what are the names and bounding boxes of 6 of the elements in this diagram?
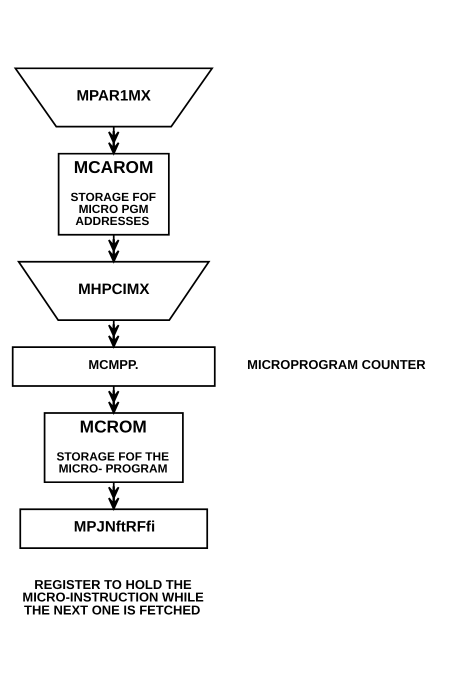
node-label: MICROPROGRAM COUNTER <box>247 356 426 372</box>
node-box: MCMPP. <box>12 346 216 386</box>
node-box: MCROM STORAGE FOF THE MICRO- PROGRAM <box>44 412 184 483</box>
node-box: MCAROM STORAGE FOF MICRO PGM ADDRESSES <box>58 152 170 236</box>
node-box: MPJNftRFfi <box>19 508 208 548</box>
node-label: REGISTER TO HOLD THE MICRO-INSTRUCTION WHILE THE NEXT ONE IS FETCHED <box>22 576 204 618</box>
